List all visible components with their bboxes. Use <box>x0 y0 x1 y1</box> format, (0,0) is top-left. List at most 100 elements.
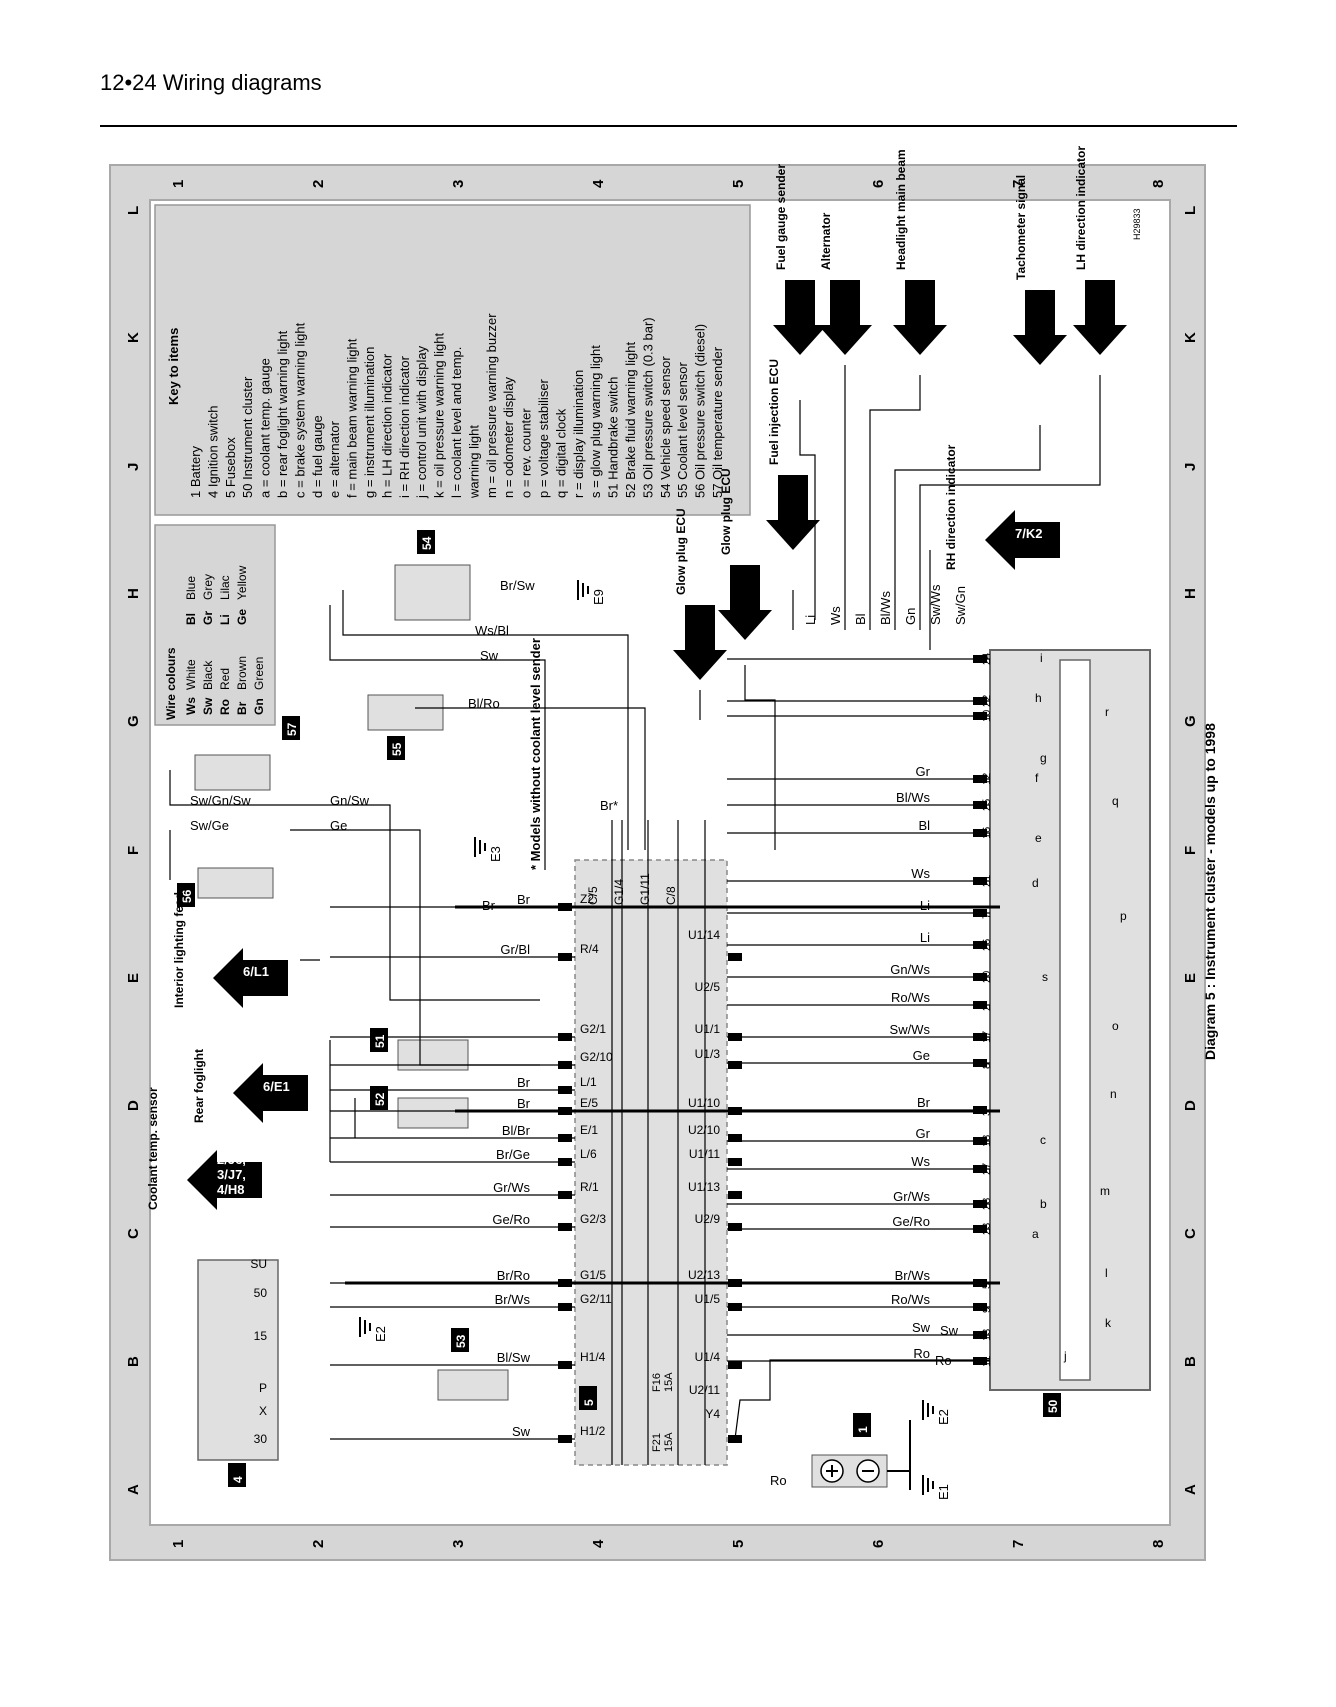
cluster-pin-number: 22 <box>981 695 993 707</box>
reference-label: Rear foglight <box>192 1049 206 1123</box>
key-item: warning light <box>466 425 481 499</box>
top-wire-label: Sw/Ws <box>928 584 943 625</box>
cluster-wire-label: Br <box>917 1095 931 1110</box>
key-item: r = display illumination <box>571 370 586 498</box>
top-wire-label: Li <box>803 615 818 625</box>
key-item: 55 Coolant level sensor <box>675 361 690 498</box>
cluster-wire-label: Ro/Ws <box>891 990 931 1005</box>
border-col-top-1: 1 <box>170 180 187 188</box>
cluster-item-letter: j <box>1063 1349 1067 1363</box>
fusebox-top-pin-label: G1/4 <box>612 879 626 905</box>
cluster-item-letter: a <box>1032 1227 1039 1241</box>
key-item: 57 Oil temperature sender <box>710 346 725 498</box>
ignition-terminal: 30 <box>254 1432 268 1446</box>
cluster-wire-label: Ge/Ro <box>892 1214 930 1229</box>
key-item: h = LH direction indicator <box>379 353 394 498</box>
reference-label: Alternator <box>819 212 833 270</box>
border-col-top-4: 4 <box>590 179 607 188</box>
ignition-terminal: X <box>259 1404 267 1418</box>
key-item: b = rear foglight warning light <box>275 330 290 498</box>
cluster-item-letter: q <box>1112 794 1119 808</box>
key-item: q = digital clock <box>553 408 568 498</box>
key-item: i = RH direction indicator <box>397 355 412 498</box>
misc-wire-label: Gn/Sw <box>330 793 370 808</box>
wire-colours-title: Wire colours <box>164 647 178 720</box>
wire <box>744 665 776 850</box>
fusebox-wire-label: Bl/Br <box>502 1123 531 1138</box>
connector-pin <box>973 1137 987 1145</box>
page-header: 12•24 Wiring diagrams <box>100 70 322 95</box>
fusebox-wire-label: Ge/Ro <box>492 1212 530 1227</box>
earth-symbol-icon <box>359 1317 371 1337</box>
connector-pin <box>558 1223 572 1231</box>
header-rule <box>100 125 1237 127</box>
wire <box>290 829 540 1066</box>
cluster-pin-number: 16 <box>981 827 993 839</box>
fusebox-wire-label: Gr/Bl <box>500 942 530 957</box>
key-item: m = oil pressure warning buzzer <box>484 313 499 498</box>
fusebox-right-pin-label: Y4 <box>705 1407 720 1421</box>
wire <box>290 804 540 1001</box>
component-number: 4 <box>231 1476 245 1483</box>
border-row-right-B: B <box>1182 1356 1199 1367</box>
fusebox-right-pin-label: U2/10 <box>688 1123 720 1137</box>
cluster-item-letter: s <box>1042 970 1048 984</box>
vehicle-speed-sensor-54 <box>394 564 471 621</box>
connector-pin <box>973 1331 987 1339</box>
border-col-bottom-1: 1 <box>170 1540 187 1548</box>
key-item: 56 Oil pressure switch (diesel) <box>693 324 708 498</box>
border-row-right-D: D <box>1182 1100 1199 1111</box>
reference-label: Interior lighting feed <box>172 892 186 1008</box>
wire-colour-name: Black <box>201 660 215 690</box>
cluster-item-letter: b <box>1040 1197 1047 1211</box>
component-badge <box>417 530 435 554</box>
wire-colour-code: Gr <box>201 611 215 625</box>
fusebox-right-pin-label: U1/10 <box>688 1096 720 1110</box>
fusebox-pin-label: H1/4 <box>580 1350 606 1364</box>
border-row-right-C: C <box>1182 1228 1199 1239</box>
component-badge <box>282 716 300 740</box>
component-badge <box>451 1328 469 1352</box>
cluster-wire-label: Gr/Ws <box>893 1189 930 1204</box>
wire-colour-code: Bl <box>184 613 198 625</box>
key-item: 4 Ignition switch <box>205 406 220 499</box>
cluster-item-letter: n <box>1110 1087 1117 1101</box>
connector-pin <box>973 697 987 705</box>
wire-colour-code: Li <box>218 614 232 625</box>
cluster-item-letter: c <box>1040 1133 1046 1147</box>
earth-label: E2 <box>373 1326 388 1342</box>
ignition-terminal: P <box>259 1381 267 1395</box>
cluster-pin-number: 28 <box>981 1198 993 1210</box>
cluster-wire-label: Ws <box>911 866 930 881</box>
misc-wire-label: Bl/Ro <box>468 696 500 711</box>
connector-pin <box>558 903 572 911</box>
wire <box>919 375 1101 630</box>
border-col-bottom-7: 7 <box>1010 1540 1027 1548</box>
fusebox-right-pin-label: U1/11 <box>689 1147 720 1161</box>
border-row-left-L: L <box>125 206 142 215</box>
border-col-bottom-2: 2 <box>310 1540 327 1548</box>
border-row-left-E: E <box>125 973 142 983</box>
fusebox-wire-label: Br <box>517 892 531 907</box>
wire-colour-code: Ro <box>218 699 232 715</box>
cluster-pin-number: 13 <box>981 1329 993 1341</box>
reference-label: RH direction indicator <box>944 444 958 570</box>
earth-label: E2 <box>936 1409 951 1425</box>
key-item: c = brake system warning light <box>292 322 307 498</box>
component-badge <box>228 1463 246 1487</box>
component-badge <box>387 736 405 760</box>
reference-arrow-icon <box>233 1063 308 1123</box>
border-row-right-A: A <box>1182 1484 1199 1495</box>
cluster-item-letter: f <box>1035 771 1039 785</box>
connector-pin <box>558 953 572 961</box>
fusebox-pin-label: E/1 <box>580 1123 598 1137</box>
connector-pin <box>973 1200 987 1208</box>
earth-symbol-icon <box>474 837 486 857</box>
reference-arrow-icon <box>718 565 772 640</box>
connector-pin <box>558 1134 572 1142</box>
reference-arrow-icon <box>213 948 288 1008</box>
connector-pin <box>558 1061 572 1069</box>
wire-colours-box <box>154 524 276 726</box>
ignition-switch-4 <box>197 1259 279 1461</box>
key-item: 51 Handbrake switch <box>606 377 621 498</box>
